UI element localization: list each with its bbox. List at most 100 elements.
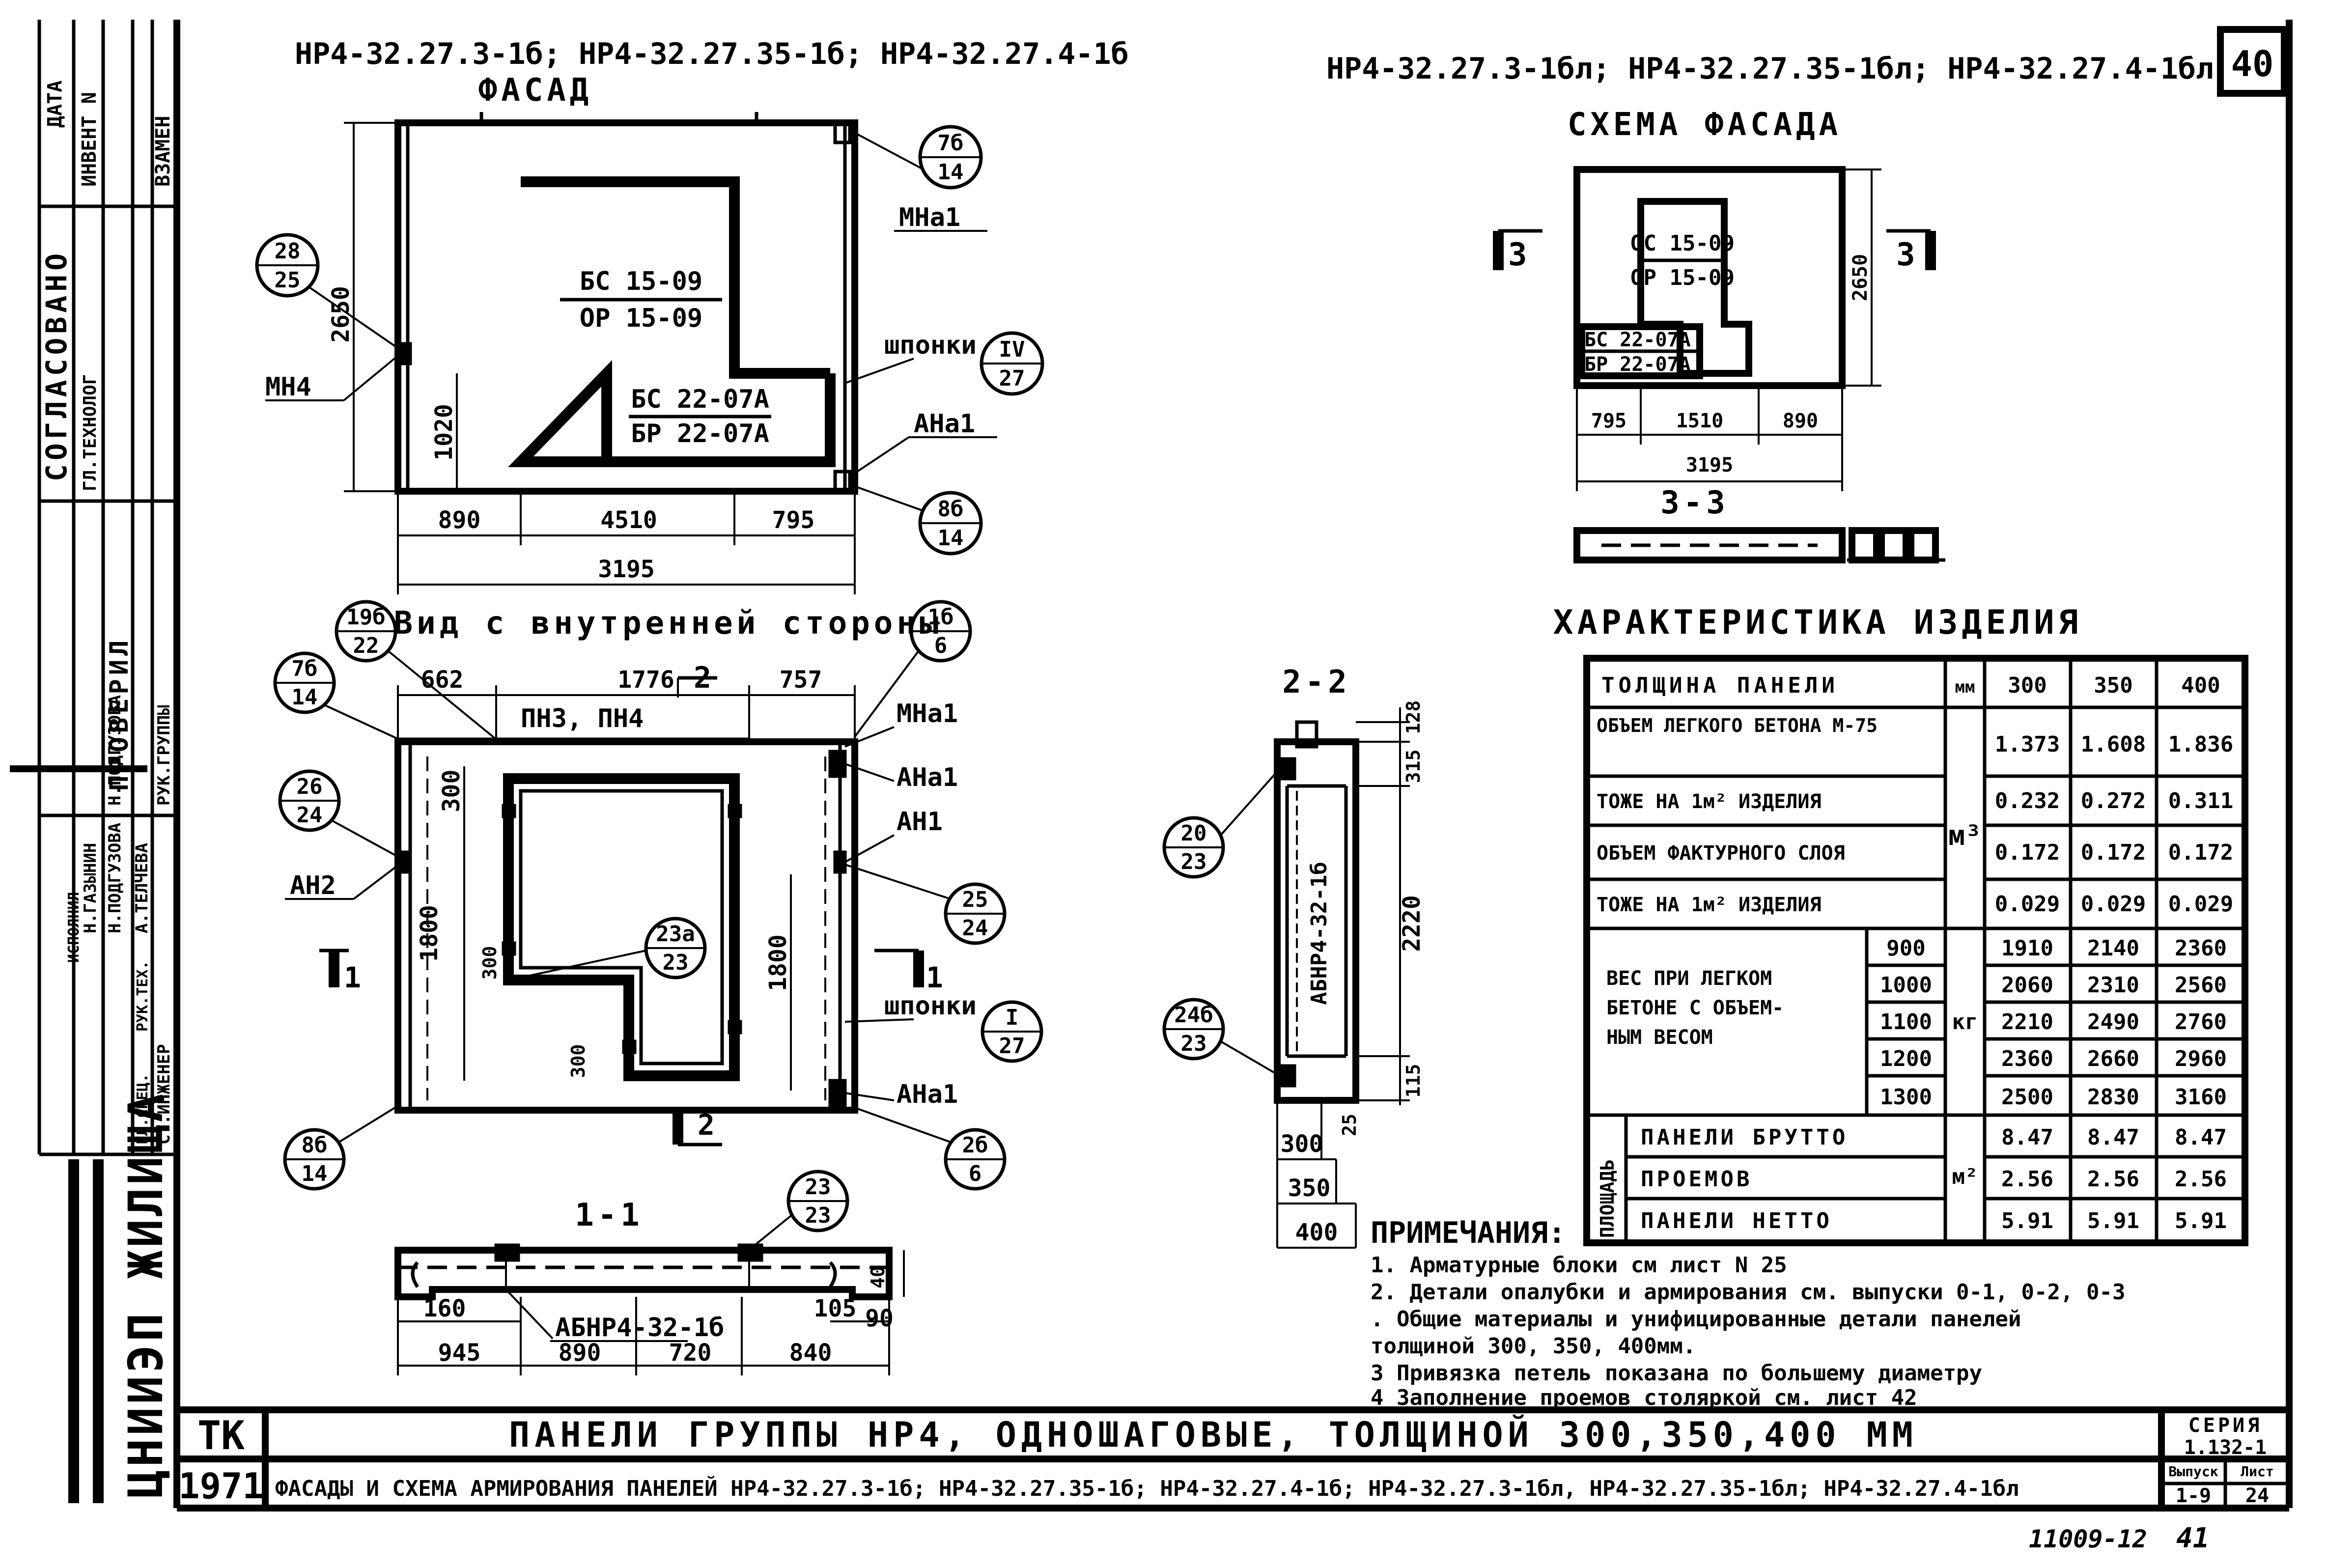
- svg-text:14: 14: [292, 685, 318, 710]
- table-a1-label: ПРОЕМОВ: [1641, 1167, 1752, 1192]
- scheme-window2-top: БС 22-07А: [1584, 329, 1691, 351]
- table-a2-v0: 5.91: [2001, 1208, 2053, 1233]
- left-strip-role-9: Н.ПОДГУЗОВА: [105, 695, 125, 806]
- svg-text:6: 6: [934, 633, 948, 658]
- table-a1-v1: 2.56: [2087, 1167, 2139, 1192]
- section11-title: 1-1: [575, 1197, 644, 1233]
- interior-bubble-1: 7б 14: [273, 651, 399, 740]
- svg-text:27: 27: [999, 1034, 1025, 1059]
- table-row-1-v1: 0.272: [2081, 788, 2146, 813]
- facade-bubble-3: 8б 14: [854, 485, 983, 556]
- scheme-dim-total: 3195: [1686, 454, 1733, 476]
- scheme-dim-b1: 1510: [1676, 410, 1723, 432]
- table-weight-label-1: БЕТОНЕ С ОБЪЕМ-: [1606, 997, 1784, 1019]
- section22-bubble-1: 24б 23: [1162, 998, 1281, 1077]
- scheme-cut-marks: [1493, 229, 1936, 270]
- table-row-3-v1: 0.029: [2081, 892, 2146, 917]
- svg-text:19б: 19б: [346, 605, 385, 630]
- facade-dim-sill: 1020: [430, 404, 458, 461]
- table-row-1-v0: 0.232: [1995, 788, 2060, 813]
- title-issue-label: Выпуск: [2168, 1463, 2218, 1480]
- section22-dim-1: 315: [1402, 750, 1424, 784]
- table-w4-v2: 3160: [2175, 1085, 2227, 1110]
- notes-title: ПРИМЕЧАНИЯ:: [1371, 1216, 1566, 1250]
- left-strip-header-inv: ИНВЕНТ N: [78, 92, 101, 187]
- left-strip-header-replace: ВЗАМЕН: [152, 116, 174, 187]
- svg-text:23: 23: [1181, 1031, 1207, 1056]
- svg-text:23: 23: [663, 950, 689, 975]
- sheet-frame: [173, 20, 2293, 1512]
- table-a2-v2: 5.91: [2175, 1208, 2227, 1233]
- table-th-0: 300: [2008, 673, 2047, 698]
- table-row-1-v2: 0.311: [2168, 788, 2233, 813]
- table-w4-density: 1300: [1880, 1085, 1932, 1110]
- facade-label-shponki: шпонки: [884, 331, 977, 360]
- scheme-section-profile: [1573, 527, 1945, 563]
- section22-thickness-0: 300: [1281, 1130, 1323, 1158]
- left-strip-role-4: ГЛ.СПЕЦ.: [134, 1074, 151, 1145]
- interior-section-mark-right: 1: [926, 961, 943, 994]
- interior-bubble-2: 1б 6: [854, 600, 972, 738]
- left-strip-checked: ПРОВЕРИЛ: [105, 637, 134, 791]
- interior-section-marks: [319, 949, 924, 1147]
- table-weight-label-0: ВЕС ПРИ ЛЕГКОМ: [1606, 967, 1772, 990]
- left-strip: [10, 20, 177, 1156]
- svg-text:25: 25: [962, 887, 988, 912]
- stamp-bottom: 11009-12: [2029, 1525, 2147, 1553]
- title-subtitle: ФАСАДЫ И СХЕМА АРМИРОВАНИЯ ПАНЕЛЕЙ НР4-3…: [275, 1475, 2019, 1501]
- table-row-0-v0: 1.373: [1995, 732, 2060, 757]
- interior-label-ana1-top: АНа1: [897, 763, 958, 792]
- facade-panel: [394, 112, 858, 495]
- table-weight-unit: кг: [1952, 1009, 1978, 1035]
- section11-dimensions: [397, 1250, 905, 1375]
- section22-title: 2-2: [1282, 664, 1351, 700]
- svg-text:8б: 8б: [938, 497, 964, 522]
- table-w0-v1: 2140: [2087, 936, 2139, 961]
- section22-dimensions: [1276, 707, 1410, 1249]
- svg-text:28: 28: [275, 239, 301, 264]
- section11-dim-1: 945: [438, 1339, 481, 1367]
- section11-bubble: 23 23: [751, 1170, 849, 1249]
- section11-dim-0: 160: [423, 1295, 466, 1322]
- svg-text:7б: 7б: [292, 656, 318, 681]
- section11-dim-4: 840: [789, 1339, 832, 1367]
- section22-thickness-1: 350: [1288, 1175, 1331, 1202]
- table-w0-density: 900: [1886, 936, 1925, 961]
- interior-section-mark-bottom: 2: [698, 1108, 715, 1142]
- section22-profile: [1274, 720, 1359, 1104]
- table-a0-v0: 8.47: [2001, 1125, 2053, 1150]
- characteristics-table: [1583, 655, 2248, 1246]
- facade-title: ФАСАД: [478, 72, 593, 109]
- table-w3-v1: 2660: [2087, 1046, 2139, 1071]
- left-strip-role-0: ГЛ.ТЕХНОЛОГ: [80, 374, 100, 491]
- stamp-pen: 41: [2176, 1522, 2209, 1554]
- scheme-window2-bottom: БР 22-07А: [1584, 353, 1691, 376]
- table-row-3-v0: 0.029: [1995, 892, 2060, 917]
- table-col-unit: мм: [1955, 677, 1975, 697]
- title-main: ПАНЕЛИ ГРУППЫ НР4, ОДНОШАГОВЫЕ, ТОЛЩИНОЙ…: [509, 1415, 1918, 1455]
- left-strip-agreed: СОГЛАСОВАНО: [40, 250, 73, 481]
- table-row-2-v1: 0.172: [2081, 840, 2146, 865]
- scheme-marks: НР4-32.27.3-1бл; НР4-32.27.35-1бл; НР4-3…: [1326, 52, 2214, 86]
- section11-dim-7: 40: [867, 1266, 889, 1288]
- title-code: ТК: [197, 1413, 245, 1458]
- table-a2-v1: 5.91: [2087, 1208, 2139, 1233]
- scheme-title: СХЕМА ФАСАДА: [1568, 107, 1842, 143]
- left-strip-header-date: ДАТА: [44, 81, 66, 128]
- table-row-1-label: ТОЖЕ НА 1м² ИЗДЕЛИЯ: [1597, 790, 1822, 813]
- svg-text:6: 6: [969, 1161, 982, 1186]
- svg-text:22: 22: [353, 633, 379, 658]
- scheme-dim-height: 2650: [1849, 254, 1872, 301]
- section11-profile: [394, 1243, 893, 1300]
- interior-bubble-3: 26 24: [278, 769, 399, 858]
- interior-dimensions: [397, 676, 856, 1091]
- table-row-3-v2: 0.029: [2168, 892, 2233, 917]
- svg-text:24: 24: [962, 916, 988, 941]
- section11-dim-6: 90: [865, 1305, 894, 1332]
- section11-block-label: АБНР4-32-1б: [555, 1313, 724, 1343]
- interior-bubble-8: 2б 6: [854, 1107, 1007, 1191]
- table-row-2-v2: 0.172: [2168, 840, 2233, 865]
- svg-text:14: 14: [938, 526, 964, 551]
- title-sheet: 24: [2245, 1484, 2269, 1507]
- left-strip-role-1: Н.ГАЗЫНИН: [81, 843, 100, 933]
